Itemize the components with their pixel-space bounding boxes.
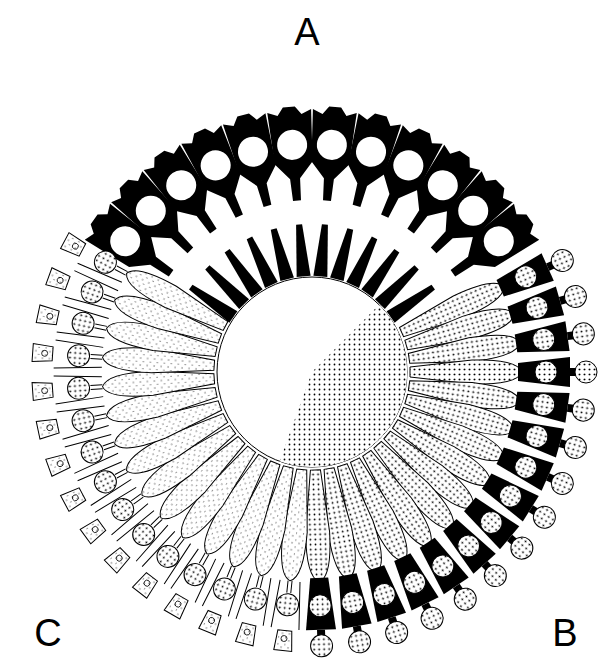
sector-label: C (34, 614, 61, 652)
sector-label: B (552, 614, 577, 652)
sector-label: A (294, 13, 319, 51)
